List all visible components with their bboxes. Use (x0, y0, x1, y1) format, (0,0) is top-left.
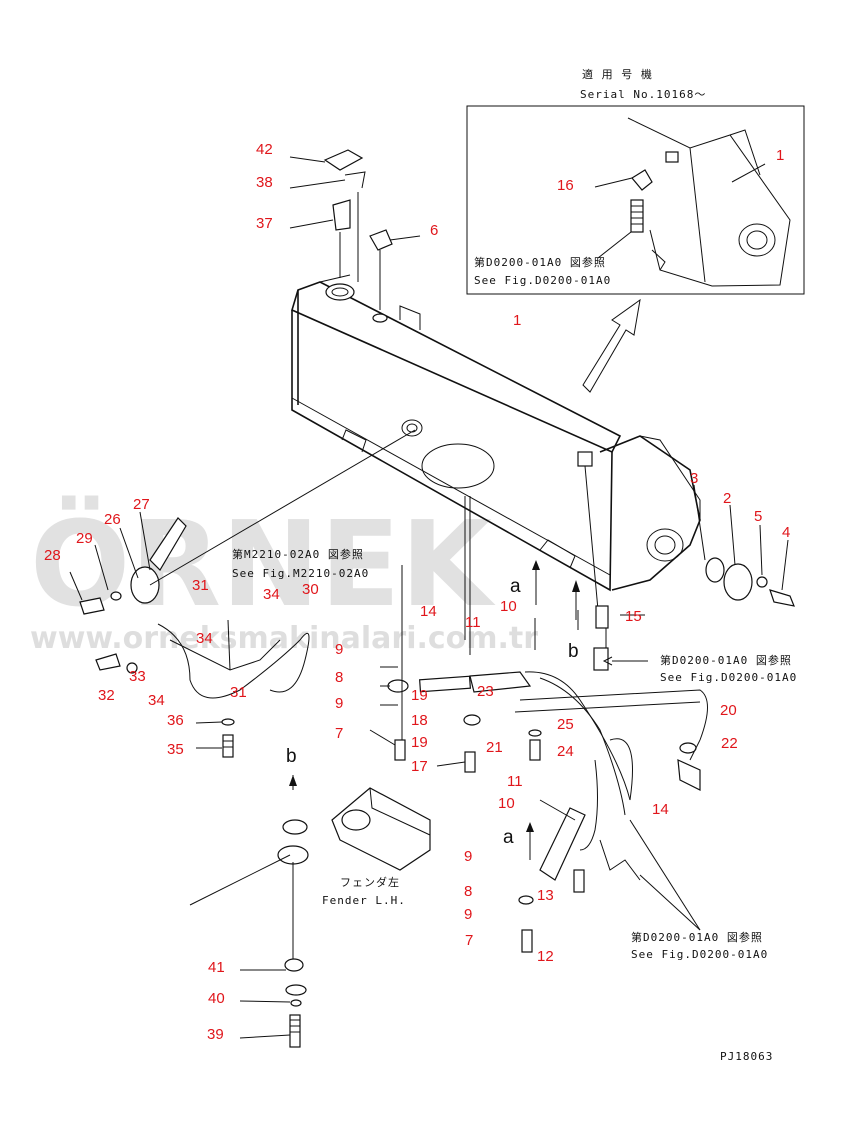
part-number: 5 (754, 508, 762, 525)
watermark-url: www.orneksmakinalari.com.tr (30, 621, 538, 656)
detail-arrow (582, 298, 641, 393)
part-number: 9 (335, 641, 343, 658)
drawing-code: PJ18063 (720, 1050, 773, 1063)
part-number: 29 (76, 530, 93, 547)
part-number: 8 (464, 883, 472, 900)
sender-unit-assembly (69, 429, 416, 699)
part-number: 38 (256, 174, 273, 191)
part-number: 4 (782, 524, 790, 541)
part-number: 42 (256, 141, 273, 158)
part-number: 9 (464, 848, 472, 865)
bolt-35 (195, 718, 235, 758)
part-number: 2 (723, 490, 731, 507)
part-number: 36 (167, 712, 184, 729)
part-number: 25 (557, 716, 574, 733)
part-number: 1 (776, 147, 784, 164)
part-number: 3 (690, 470, 698, 487)
part-number: 31 (192, 577, 209, 594)
part-number: 32 (98, 687, 115, 704)
part-number: 40 (208, 990, 225, 1007)
part-number: 37 (256, 215, 273, 232)
part-number: 27 (133, 496, 150, 513)
part-number: 34 (196, 630, 213, 647)
part-number: 13 (537, 887, 554, 904)
fitting-15 (593, 605, 648, 671)
part-number: 16 (557, 177, 574, 194)
part-number: 26 (104, 511, 121, 528)
part-number: 23 (477, 683, 494, 700)
part-number: 10 (498, 795, 515, 812)
view-marker-b-lower: b (286, 746, 297, 790)
part-number: 19 (411, 734, 428, 751)
part-number: 22 (721, 735, 738, 752)
part-number: 18 (411, 712, 428, 729)
svg-text:a: a (503, 827, 514, 848)
part-number: 9 (335, 695, 343, 712)
part-number: 17 (411, 758, 428, 775)
hose-fittings (369, 565, 708, 953)
view-marker-b-upper: b (568, 580, 580, 662)
part-number-callouts: 1 1 2 3 4 5 6 7 7 8 8 9 9 9 9 10 10 11 1… (44, 141, 790, 1043)
part-number: 14 (420, 603, 437, 620)
part-number: 8 (335, 669, 343, 686)
part-number: 7 (335, 725, 343, 742)
ref-d0200-lower-jp: 第D0200-01A0 図参照 (631, 930, 763, 944)
svg-text:a: a (510, 576, 521, 597)
watermark-brand: ÖRNEK (30, 495, 497, 633)
inset-title: 適 用 号 機 (582, 67, 653, 81)
part-number: 14 (652, 801, 669, 818)
part-number: 34 (263, 586, 280, 603)
part-number: 11 (465, 614, 481, 631)
view-marker-a-upper: a (510, 560, 540, 605)
part-number: 11 (507, 773, 523, 790)
watermark: ÖRNEK www.orneksmakinalari.com.tr (30, 495, 538, 656)
ref-m2210-en: See Fig.M2210-02A0 (232, 567, 369, 580)
inset-serial: Serial No.10168～ (580, 88, 706, 101)
part-number: 39 (207, 1026, 224, 1043)
ref-d0200-jp: 第D0200-01A0 図参照 (660, 653, 792, 667)
part-number: 33 (129, 668, 146, 685)
part-number: 41 (208, 959, 225, 976)
part-number: 12 (537, 948, 554, 965)
tank-end-parts (693, 484, 795, 607)
part-number: 31 (230, 684, 247, 701)
ref-m2210-jp: 第M2210-02A0 図参照 (232, 547, 364, 561)
fender-label-en: Fender L.H. (322, 894, 406, 907)
part-number: 19 (411, 687, 428, 704)
svg-text:b: b (286, 746, 297, 767)
fuel-tank (291, 274, 701, 655)
part-number: 28 (44, 547, 61, 564)
part-number: 9 (464, 906, 472, 923)
part-number: 6 (430, 222, 438, 239)
svg-text:b: b (568, 641, 579, 662)
view-marker-a-lower: a (503, 822, 534, 860)
inset-panel: 適 用 号 機 Serial No.10168～ 第D0200-01A0 図参照… (466, 67, 805, 295)
inset-ref-jp: 第D0200-01A0 図参照 (474, 255, 606, 269)
part-number: 21 (486, 739, 503, 756)
inset-ref-en: See Fig.D0200-01A0 (474, 274, 611, 287)
part-number: 7 (465, 932, 473, 949)
ref-d0200-en: See Fig.D0200-01A0 (660, 671, 797, 684)
fender-bracket (189, 787, 431, 1048)
part-number: 35 (167, 741, 184, 758)
part-number: 20 (720, 702, 737, 719)
part-number: 24 (557, 743, 574, 760)
part-number: 34 (148, 692, 165, 709)
part-number: 10 (500, 598, 517, 615)
part-number: 15 (625, 608, 642, 625)
part-number: 1 (513, 312, 521, 329)
part-number: 30 (302, 581, 319, 598)
filler-cap-parts (289, 149, 421, 323)
fender-label-jp: フェンダ左 (340, 875, 400, 889)
ref-d0200-lower-en: See Fig.D0200-01A0 (631, 948, 768, 961)
